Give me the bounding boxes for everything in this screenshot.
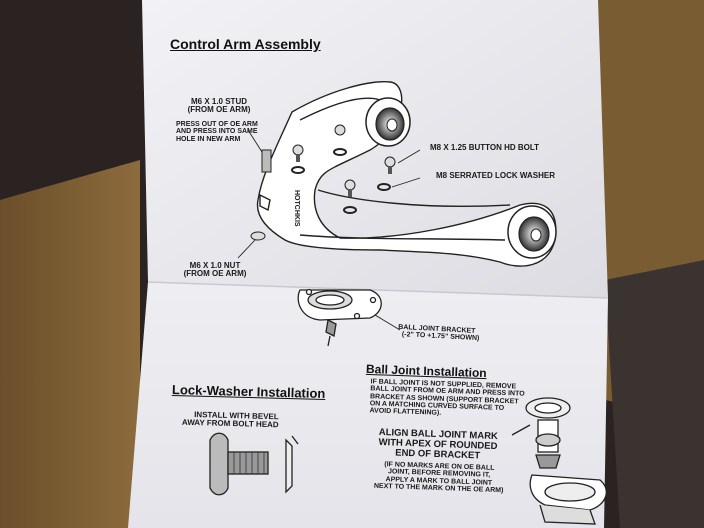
label-stud: M6 X 1.0 STUD (FROM OE ARM) <box>170 97 268 115</box>
ball-joint-bracket <box>297 288 382 347</box>
press-note: PRESS OUT OF OE ARM AND PRESS INTO SAME … <box>176 121 258 143</box>
bolt-1 <box>333 124 347 156</box>
label-stud-text: M6 X 1.0 STUD <box>190 97 247 106</box>
label-nut-text: M6 X 1.0 NUT <box>189 261 241 270</box>
label-washer: M8 SERRATED LOCK WASHER <box>436 171 555 180</box>
left-cardboard <box>0 160 140 528</box>
align-subnote: (IF NO MARKS ARE ON OE BALL JOINT, BEFOR… <box>360 460 519 495</box>
rear-bushing <box>507 205 557 259</box>
arm-stamp: HOTCHKIS <box>293 190 300 227</box>
front-bushing <box>365 97 411 147</box>
bolt-side-view <box>209 432 299 496</box>
label-bolt: M8 X 1.25 BUTTON HD BOLT <box>430 143 540 152</box>
ball-joint-note: IF BALL JOINT IS NOT SUPPLIED, REMOVE BA… <box>369 378 525 420</box>
label-nut: M6 X 1.0 NUT (FROM OE ARM) <box>180 261 250 279</box>
nut <box>250 231 266 241</box>
bolt-2 <box>291 144 305 174</box>
label-nut-sub: (FROM OE ARM) <box>183 269 247 279</box>
press-note-2: AND PRESS INTO SAME <box>176 128 258 136</box>
bolt-4 <box>343 179 357 214</box>
stud <box>261 149 272 173</box>
paper-fold <box>147 281 609 299</box>
title-control-arm: Control Arm Assembly <box>170 36 321 52</box>
press-note-3: HOLE IN NEW ARM <box>176 135 241 143</box>
bolt-3 <box>377 156 396 191</box>
align-note: ALIGN BALL JOINT MARK WITH APEX OF ROUND… <box>362 427 515 462</box>
lock-washer-note: INSTALL WITH BEVEL AWAY FROM BOLT HEAD <box>182 410 279 430</box>
right-shadow <box>605 260 704 528</box>
label-stud-sub: (FROM OE ARM) <box>187 105 251 115</box>
ball-joint-install-drawing <box>511 397 607 525</box>
press-note-1: PRESS OUT OF OE ARM <box>176 121 258 128</box>
